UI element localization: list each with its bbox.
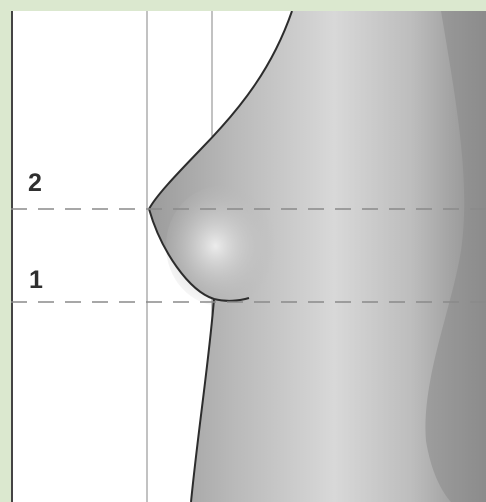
bust-highlight (166, 186, 276, 306)
body-profile-diagram: 2 1 (11, 11, 486, 502)
diagram-canvas: 2 1 (11, 11, 486, 502)
label-line-1: 1 (29, 266, 43, 294)
label-line-2: 2 (28, 169, 42, 197)
